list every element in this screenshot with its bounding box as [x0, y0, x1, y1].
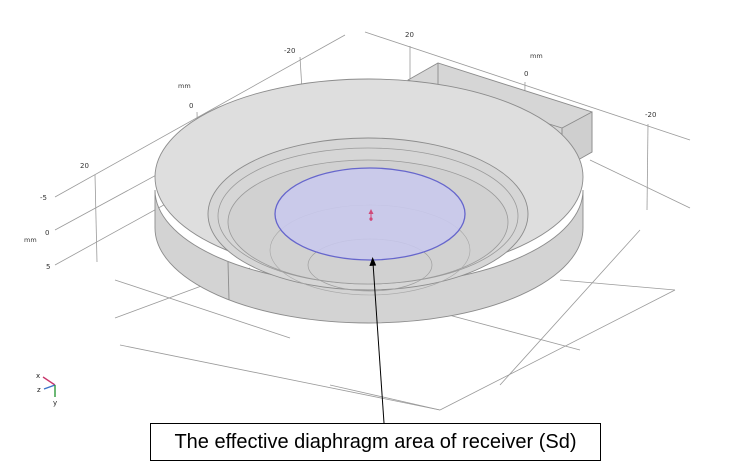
- triad-y-label: y: [53, 399, 57, 407]
- triad-z-axis: [43, 384, 56, 390]
- tick-y-neg20: -20: [645, 111, 656, 119]
- tick-v-neg5: -5: [40, 194, 47, 202]
- tick-v-0: 0: [45, 229, 49, 237]
- unit-label-top-left: mm: [178, 82, 191, 90]
- tick-x-neg20: -20: [284, 47, 295, 55]
- unit-label-top-right: mm: [530, 52, 543, 60]
- axis-ticks: -20 20 0 -20 0 20 -5 0 5 mm mm mm: [24, 31, 656, 271]
- annotation-callout: The effective diaphragm area of receiver…: [150, 423, 601, 461]
- body-seam-edge: [227, 261, 230, 301]
- callout-arrow: [369, 257, 385, 424]
- annotation-text: The effective diaphragm area of receiver…: [174, 430, 577, 453]
- tick-v-5: 5: [46, 263, 50, 271]
- tick-z-20: 20: [80, 162, 89, 170]
- diaphragm-marker: [368, 209, 374, 221]
- tick-z-0: 0: [189, 102, 193, 110]
- unit-label-left: mm: [24, 236, 37, 244]
- triad-x-axis: [42, 376, 56, 386]
- body-side-wall: [154, 189, 584, 324]
- tick-y-0: 0: [524, 70, 528, 78]
- tick-x-20: 20: [405, 31, 414, 39]
- triad-x-label: x: [36, 372, 40, 380]
- axis-triad: x z y: [36, 372, 57, 407]
- triad-z-label: z: [37, 386, 41, 394]
